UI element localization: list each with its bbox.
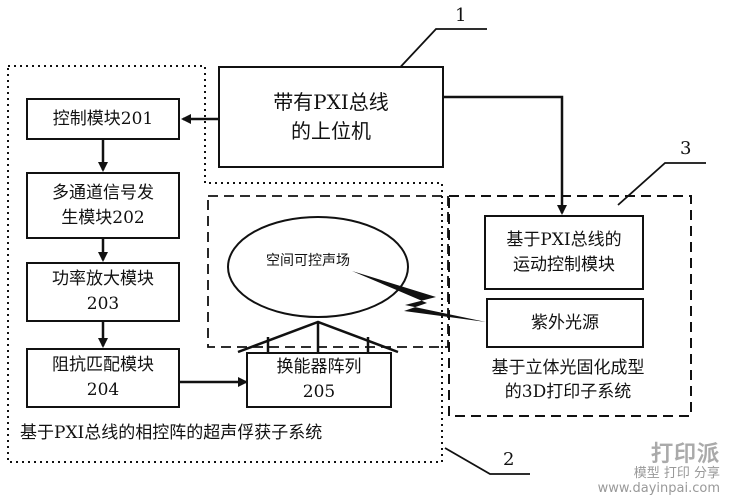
arrow-host-to-motion	[444, 95, 567, 215]
motion-control-box: 基于PXI总线的 运动控制模块	[484, 215, 644, 290]
watermark-url: www.dayinpai.com	[597, 480, 720, 496]
control-module-box: 控制模块201	[26, 98, 180, 140]
uv-source-label: 紫外光源	[531, 312, 599, 333]
watermark-logo: 打印派	[650, 442, 720, 468]
callout-number-2: 2	[503, 449, 515, 470]
host-computer-box: 带有PXI总线 的上位机	[218, 66, 444, 168]
watermark-slogan: 模型 打印 分享	[633, 466, 720, 482]
callout-number-3: 3	[680, 138, 692, 159]
motion-control-label: 基于PXI总线的 运动控制模块	[506, 229, 622, 275]
sound-field-boundary	[207, 195, 449, 348]
sound-field-ellipse	[227, 216, 409, 318]
amplifier-module-label: 功率放大模块 203	[52, 269, 154, 314]
callout-2-leader	[444, 447, 530, 475]
host-computer-label: 带有PXI总线 的上位机	[273, 90, 389, 143]
watermark: 打印派 模型 打印 分享 www.dayinpai.com	[598, 443, 720, 496]
printing-subsystem-label: 基于立体光固化成型 的3D打印子系统	[491, 358, 645, 402]
impedance-module-label: 阻抗匹配模块 204	[52, 355, 154, 400]
callout-number-1: 1	[455, 5, 467, 26]
transducer-array-box: 换能器阵列 205	[246, 352, 392, 408]
printing-subsystem-boundary	[448, 195, 692, 417]
impedance-module-box: 阻抗匹配模块 204	[26, 348, 180, 408]
transducer-array-label: 换能器阵列 205	[276, 357, 362, 402]
wave-arrows	[237, 320, 399, 354]
uv-source-box: 紫外光源	[486, 298, 644, 348]
multichannel-module-box: 多通道信号发 生模块202	[26, 172, 180, 239]
callout-3-leader	[617, 162, 706, 206]
control-module-label: 控制模块201	[52, 108, 154, 129]
multichannel-module-label: 多通道信号发 生模块202	[52, 182, 154, 228]
uv-lightning-beam	[352, 271, 486, 322]
sound-field-label: 空间可控声场	[266, 253, 350, 269]
ultrasonic-subsystem-label: 基于PXI总线的相控阵的超声俘获子系统	[20, 423, 323, 443]
callout-1-leader	[391, 28, 487, 77]
amplifier-module-box: 功率放大模块 203	[26, 262, 180, 322]
